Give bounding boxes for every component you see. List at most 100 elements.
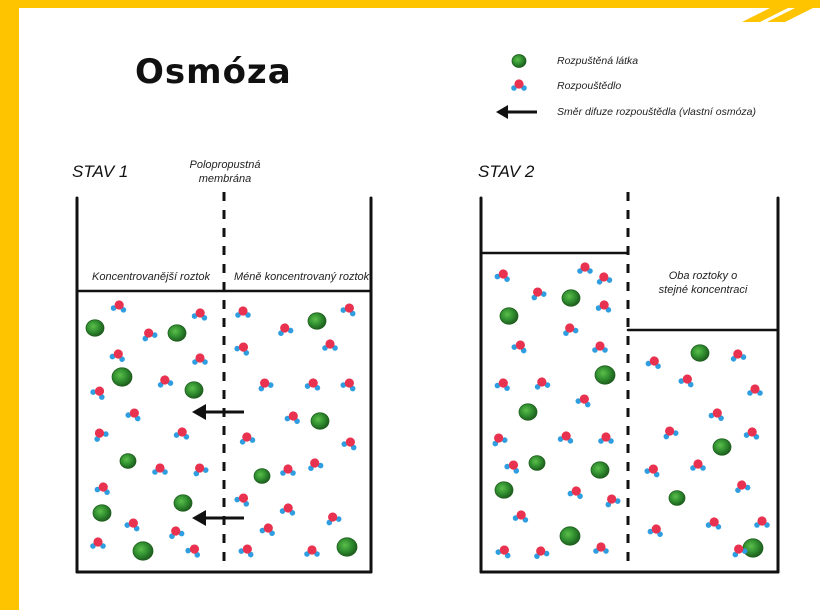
solvent-molecule-icon: [495, 545, 511, 559]
solute-particle-icon: [494, 481, 514, 499]
legend-solvent-label: Rozpouštědlo: [557, 80, 622, 92]
solvent-molecule-icon: [663, 426, 679, 440]
solute-particle-icon: [518, 403, 538, 421]
solvent-molecule-icon: [157, 375, 174, 388]
solute-particle-icon: [511, 54, 527, 68]
solute-particle-icon: [173, 494, 193, 512]
solute-particle-icon: [559, 526, 581, 546]
solvent-molecule-icon: [142, 328, 158, 342]
solvent-molecule-icon: [492, 433, 508, 447]
state1-heading: STAV 1: [72, 162, 129, 181]
solvent-molecule-icon: [575, 394, 591, 408]
solute-particle-icon: [85, 319, 105, 337]
solvent-molecule-icon: [90, 537, 106, 549]
solvent-molecule-icon: [534, 546, 550, 559]
membrane-label: Polopropustná membrána: [189, 159, 261, 185]
legend-solute-label: Rozpuštěná látka: [557, 55, 639, 67]
solvent-molecule-icon: [511, 79, 527, 91]
solvent-molecule-icon: [322, 339, 338, 351]
solute-particle-icon: [132, 541, 154, 561]
corner-stripes: [742, 8, 813, 22]
solvent-molecule-icon: [647, 524, 663, 537]
solvent-molecule-icon: [280, 464, 296, 476]
solvent-molecule-icon: [169, 526, 185, 539]
solvent-molecule-icon: [645, 356, 661, 369]
solvent-molecule-icon: [595, 300, 612, 313]
solvent-molecule-icon: [592, 341, 608, 353]
solvent-molecule-icon: [124, 518, 140, 532]
solvent-molecule-icon: [125, 408, 141, 422]
solvent-molecule-icon: [735, 480, 751, 493]
solvent-molecule-icon: [511, 340, 527, 354]
solute-particle-icon: [92, 504, 112, 522]
solvent-molecule-icon: [304, 545, 320, 557]
solute-particle-icon: [167, 324, 187, 342]
solvent-molecule-icon: [284, 411, 300, 424]
solvent-molecule-icon: [605, 494, 621, 508]
solute-particle-icon: [119, 453, 137, 469]
solute-particle-icon: [668, 490, 686, 506]
solvent-molecule-icon: [563, 323, 579, 336]
solvent-molecule-icon: [708, 408, 724, 421]
solvent-molecule-icon: [567, 486, 583, 499]
solvent-molecule-icon: [259, 523, 275, 536]
left-arrow-icon: [192, 510, 244, 526]
solute-particle-icon: [528, 455, 546, 471]
solute-particle-icon: [499, 307, 519, 325]
solvent-molecule-icon: [577, 262, 593, 274]
solvent-molecule-icon: [326, 512, 342, 526]
solvent-molecule-icon: [304, 378, 321, 391]
solvent-molecule-icon: [94, 482, 110, 495]
solvent-molecule-icon: [340, 303, 356, 317]
state2-right-label: Oba roztoky o stejné koncentraci: [658, 270, 748, 296]
solvent-molecule-icon: [192, 353, 208, 365]
left-arrow-icon: [192, 404, 244, 420]
solvent-molecule-icon: [238, 544, 254, 558]
solvent-molecule-icon: [494, 378, 510, 391]
solute-particle-icon: [561, 289, 581, 307]
state1-left-label: Koncentrovanější roztok: [92, 271, 211, 283]
solute-particle-icon: [111, 367, 133, 387]
solvent-molecule-icon: [557, 431, 574, 444]
solvent-molecule-icon: [747, 384, 763, 396]
solvent-molecule-icon: [593, 542, 609, 554]
solvent-molecule-icon: [754, 516, 770, 528]
solvent-molecule-icon: [596, 272, 613, 285]
solute-particle-icon: [690, 344, 710, 362]
solvent-molecule-icon: [743, 427, 760, 440]
solvent-molecule-icon: [193, 463, 209, 477]
solute-particle-icon: [307, 312, 327, 330]
solvent-molecule-icon: [732, 544, 748, 558]
solvent-molecule-icon: [690, 459, 706, 471]
solvent-molecule-icon: [191, 308, 208, 321]
solvent-molecule-icon: [531, 287, 547, 301]
solvent-molecule-icon: [152, 463, 168, 475]
solvent-molecule-icon: [90, 386, 105, 400]
solute-particle-icon: [712, 438, 732, 456]
solvent-molecule-icon: [234, 342, 250, 356]
solvent-molecule-icon: [494, 269, 510, 282]
state2-container: [479, 196, 780, 574]
solvent-molecule-icon: [235, 306, 251, 318]
solvent-molecule-icon: [340, 378, 356, 392]
solvent-molecule-icon: [705, 517, 722, 530]
solvent-molecule-icon: [534, 377, 551, 390]
page-title: Osmóza: [135, 52, 292, 92]
solvent-molecule-icon: [173, 427, 190, 440]
particles-layer: [85, 54, 770, 561]
solute-particle-icon: [184, 381, 204, 399]
solute-particle-icon: [310, 412, 330, 430]
solvent-molecule-icon: [644, 464, 660, 478]
solvent-molecule-icon: [341, 437, 357, 451]
solvent-molecule-icon: [278, 323, 294, 336]
solvent-molecule-icon: [512, 510, 529, 523]
page: [19, 8, 820, 610]
solute-particle-icon: [336, 537, 358, 557]
state1-right-label: Méně koncentrovaný roztok: [234, 271, 370, 283]
solvent-molecule-icon: [94, 428, 109, 442]
solvent-molecule-icon: [730, 349, 747, 362]
solvent-molecule-icon: [504, 460, 520, 474]
legend-arrow-icon: [496, 105, 537, 119]
solvent-molecule-icon: [234, 493, 250, 507]
